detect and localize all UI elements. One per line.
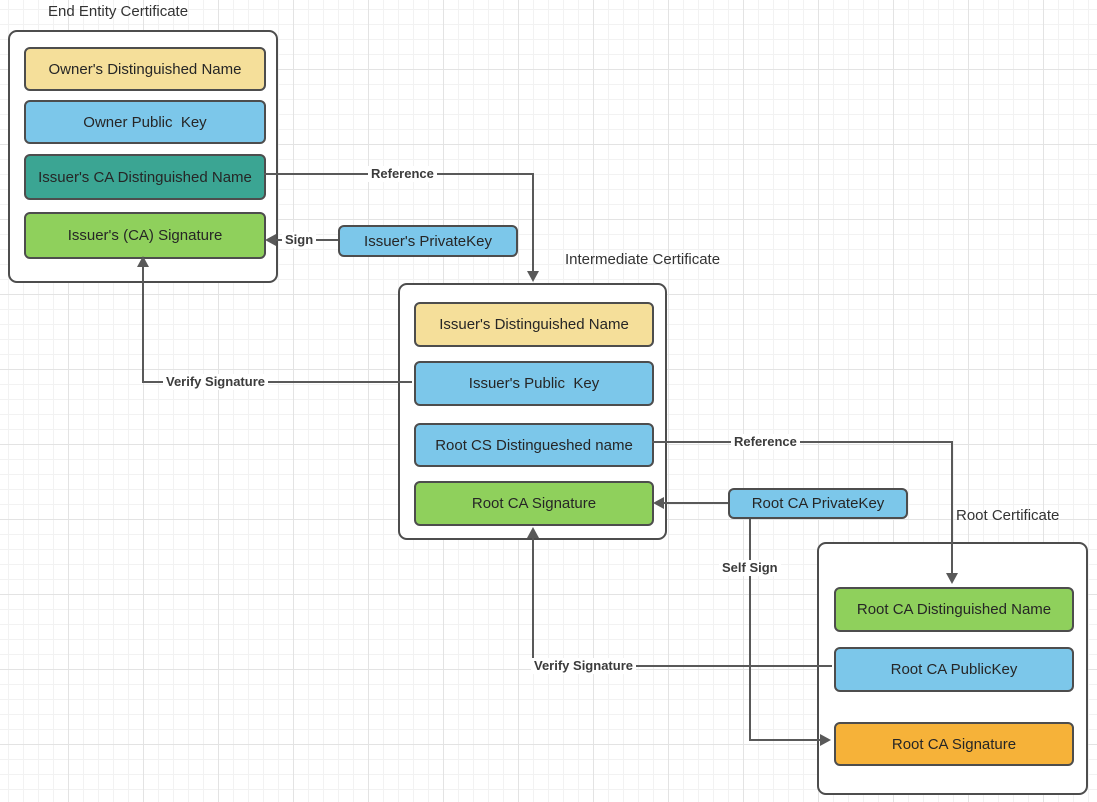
intermediate-certificate-title: Intermediate Certificate	[565, 251, 721, 268]
intermediate-certificate-box: Issuer's Distinguished Name Issuer's Pub…	[398, 283, 667, 540]
connector-self-sign-segment	[749, 739, 822, 741]
connector-verify-signature-left-segment	[142, 266, 144, 383]
connector-reference-top-segment	[532, 173, 534, 273]
field-issuers-distinguished-name: Issuer's Distinguished Name	[414, 302, 654, 347]
connector-label-self-sign: Self Sign	[719, 560, 781, 576]
field-issuers-public-key: Issuer's Public Key	[414, 361, 654, 406]
field-root-ca-distinguished-name: Root CA Distinguished Name	[834, 587, 1074, 632]
connector-reference-bottom-segment	[652, 441, 953, 443]
arrowhead-left-icon	[653, 497, 664, 509]
connector-reference-bottom-segment	[951, 441, 953, 574]
root-certificate-title: Root Certificate	[956, 507, 1060, 524]
root-ca-privatekey-box: Root CA PrivateKey	[728, 488, 908, 519]
field-issuers-ca-distinguished-name: Issuer's CA Distinguished Name	[24, 154, 266, 200]
field-owner-public-key: Owner Public Key	[24, 100, 266, 144]
connector-verify-signature-bottom-segment	[532, 537, 534, 667]
arrowhead-down-icon	[946, 573, 958, 584]
root-certificate-box: Root CA Distinguished Name Root CA Publi…	[817, 542, 1088, 795]
field-owners-distinguished-name: Owner's Distinguished Name	[24, 47, 266, 91]
connector-label-reference-top: Reference	[368, 166, 437, 182]
end-entity-certificate-title: End Entity Certificate	[48, 3, 189, 20]
field-issuers-ca-signature: Issuer's (CA) Signature	[24, 212, 266, 259]
arrowhead-left-icon	[265, 234, 276, 246]
connector-root-key-sign-segment	[663, 502, 728, 504]
connector-verify-signature-bottom-segment	[532, 665, 832, 667]
field-root-ca-signature-intermediate: Root CA Signature	[414, 481, 654, 526]
connector-verify-signature-left-segment	[142, 381, 412, 383]
connector-self-sign-segment	[749, 519, 751, 741]
end-entity-certificate-box: Owner's Distinguished Name Owner Public …	[8, 30, 278, 283]
connector-label-verify-signature-left: Verify Signature	[163, 374, 268, 390]
connector-label-sign: Sign	[282, 232, 317, 248]
arrowhead-down-icon	[527, 271, 539, 282]
arrowhead-up-icon	[137, 256, 149, 267]
arrowhead-up-icon	[527, 527, 539, 538]
field-root-cs-distingueshed-name: Root CS Distingueshed name	[414, 423, 654, 467]
field-root-ca-signature-root: Root CA Signature	[834, 722, 1074, 766]
issuers-privatekey-box: Issuer's PrivateKey	[338, 225, 518, 257]
connector-label-reference-bottom: Reference	[731, 434, 800, 450]
connector-label-verify-signature-bottom: Verify Signature	[531, 658, 636, 674]
field-root-ca-publickey: Root CA PublicKey	[834, 647, 1074, 692]
arrowhead-right-icon	[820, 734, 831, 746]
